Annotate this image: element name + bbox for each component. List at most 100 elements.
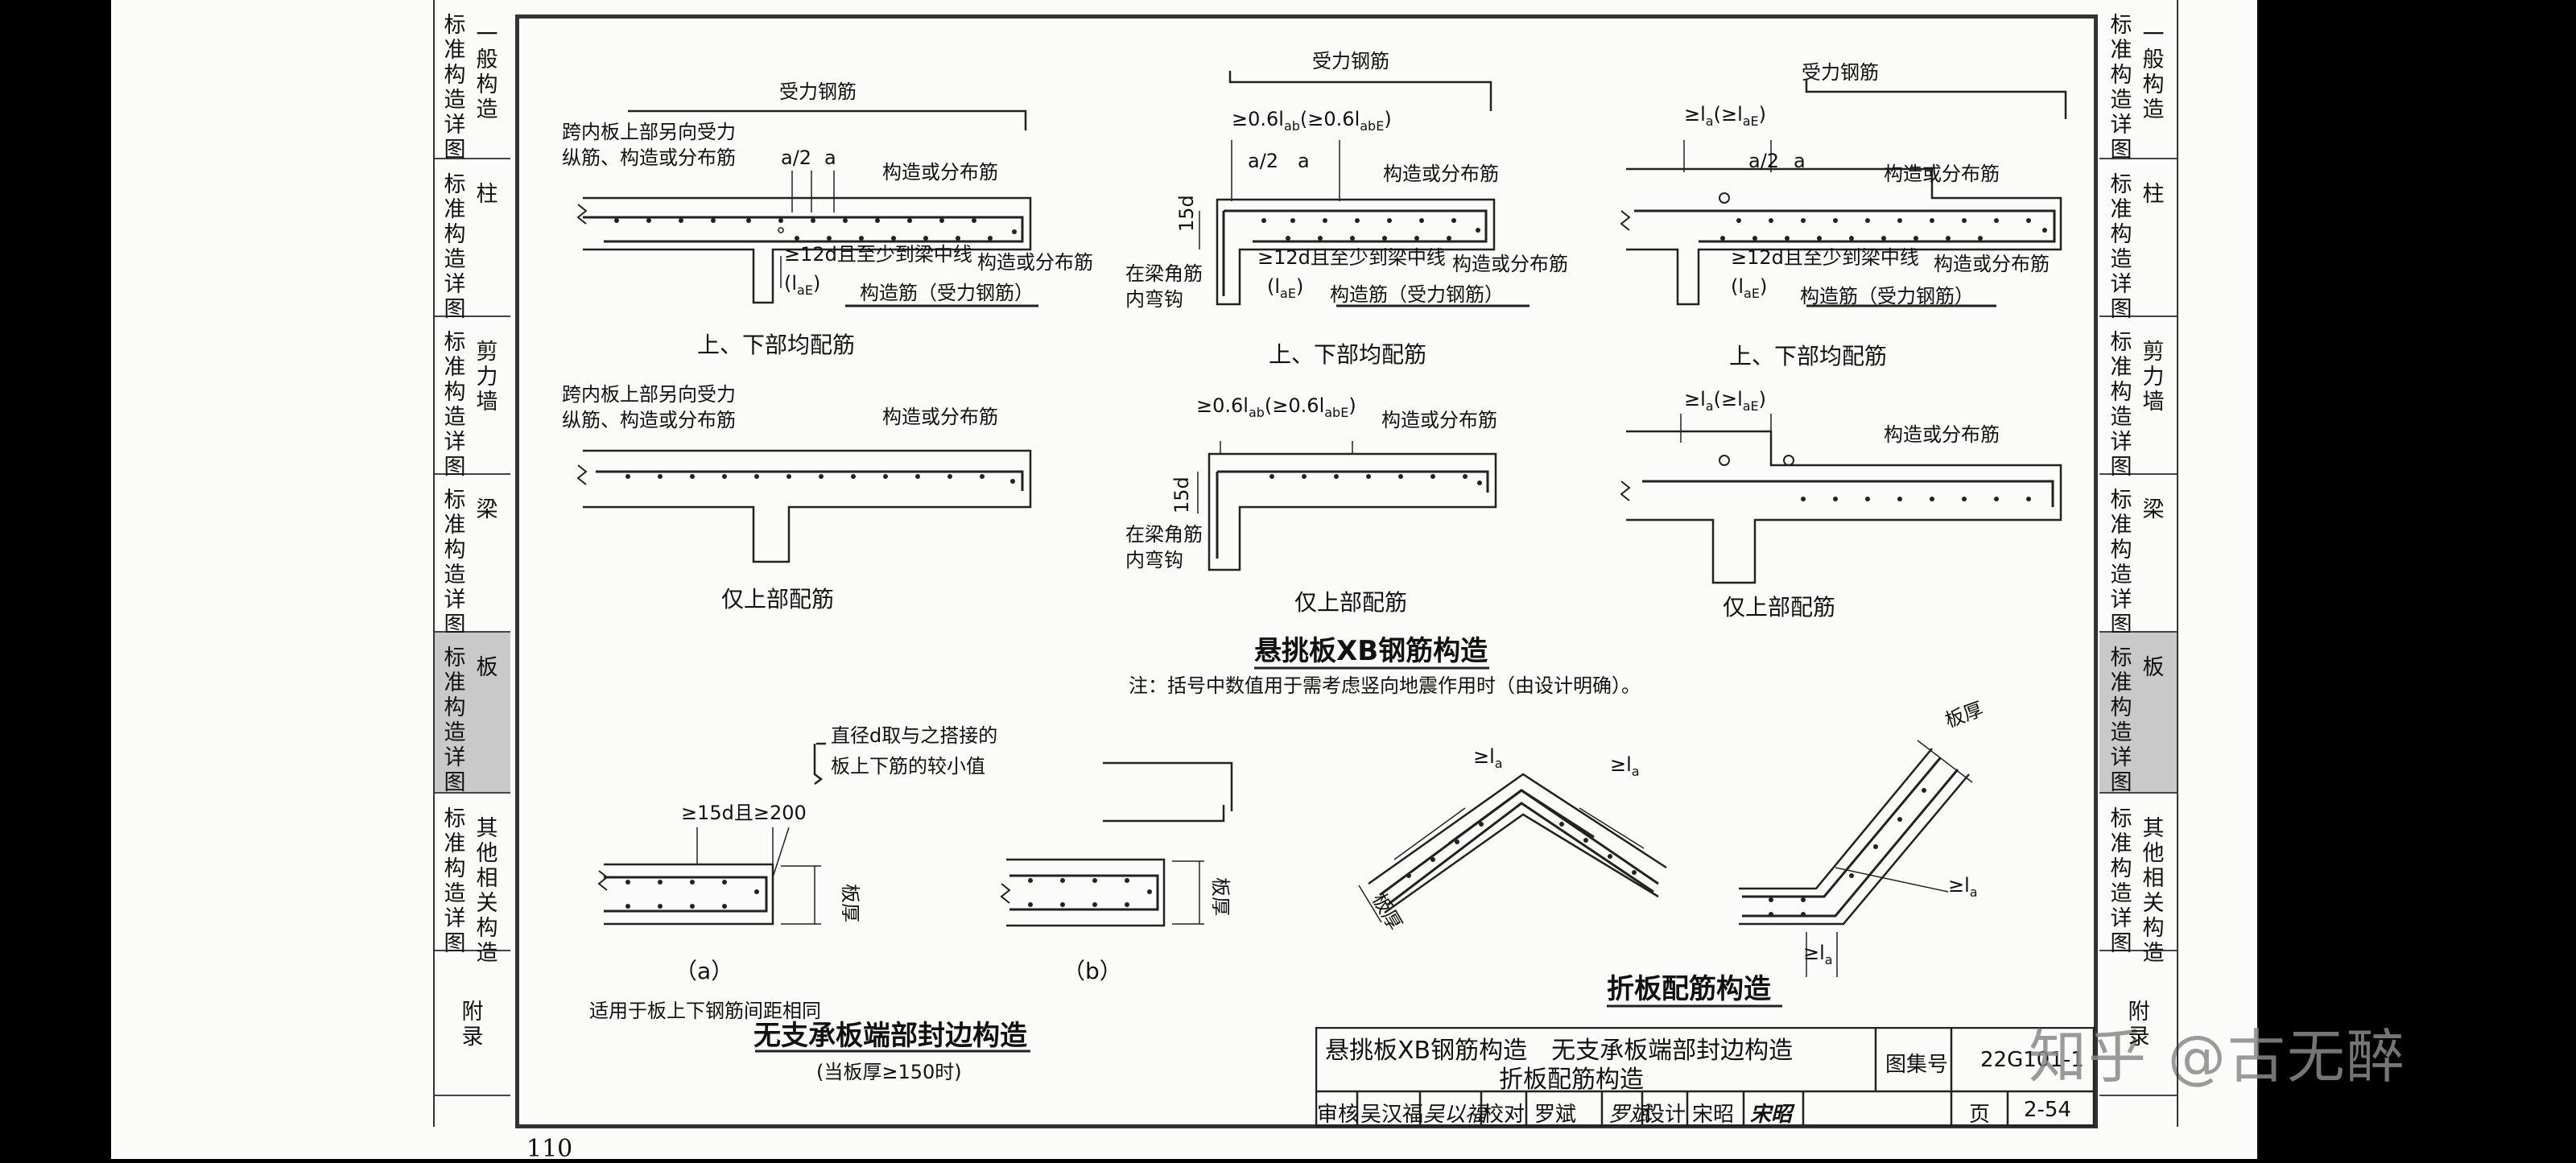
title-line-1: 悬挑板XB钢筋构造 无支承板端部封边构造 xyxy=(1325,1037,1794,1065)
label-constr-dist-4: 构造或分布筋 xyxy=(882,406,998,428)
label-force-rebar-3: 受力钢筋 xyxy=(1802,61,1879,84)
title-line-2: 折板配筋构造 xyxy=(1499,1066,1644,1094)
checker-signature: 罗斌 xyxy=(1608,1103,1651,1127)
page-label: 页 xyxy=(1969,1103,1991,1127)
label-constr-force-1: 构造筋（受力钢筋） xyxy=(860,282,1034,304)
label-upper-note-4b: 纵筋、构造或分布筋 xyxy=(562,409,736,431)
left-tab-5[interactable]: 标准构造详图板 xyxy=(433,633,510,795)
rebar-dots-1 xyxy=(614,218,1017,241)
left-tab-label: 标准构造详图 xyxy=(444,330,466,480)
left-tab-label: 标准构造详图 xyxy=(444,806,466,956)
left-tab-1[interactable]: 标准构造详图一般构造 xyxy=(433,0,510,163)
reviewer-signature: 吴以福 xyxy=(1423,1103,1487,1127)
checker-name: 罗斌 xyxy=(1534,1103,1577,1127)
right-tab-6[interactable]: 标准构造详图其他相关构造 xyxy=(2099,794,2177,966)
label-constr-dist-6: 构造或分布筋 xyxy=(1884,423,2000,446)
folded-slab-detail-2 xyxy=(1739,740,1973,977)
left-tab-section: 梁 xyxy=(476,497,498,522)
edge-detail-a xyxy=(597,742,826,926)
left-tab-2[interactable]: 标准构造详图柱 xyxy=(433,159,510,322)
label-diam-note-2: 板上下筋的较小值 xyxy=(831,755,985,777)
label-diam-note-1: 直径d取与之搭接的 xyxy=(831,724,997,747)
label-folded-la-2: ≥la xyxy=(1610,753,1640,779)
label-ge-la-6: ≥la(≥laE) xyxy=(1684,388,1766,414)
right-tab-section: 剪力墙 xyxy=(2142,340,2165,414)
right-tab-border xyxy=(2177,0,2178,1127)
label-lae-1: (laE) xyxy=(784,272,820,298)
drawing-frame xyxy=(515,14,2098,1128)
label-ge-la-3: ≥la(≥laE) xyxy=(1684,103,1766,129)
caption-only-top-2: 仅上部配筋 xyxy=(1294,589,1407,616)
label-a-3: a xyxy=(1794,150,1806,172)
label-constr-force-2: 构造筋（受力钢筋） xyxy=(1330,283,1504,306)
check-label: 校对 xyxy=(1483,1103,1525,1127)
label-corner-hook-5a: 在梁角筋 xyxy=(1125,523,1203,546)
folded-slab-detail-1 xyxy=(1358,773,1667,923)
left-tab-label: 标准构造详图 xyxy=(444,488,466,637)
label-upper-note-2: 纵筋、构造或分布筋 xyxy=(562,146,736,169)
right-tab-4[interactable]: 标准构造详图梁 xyxy=(2099,475,2177,637)
label-constr-force-3: 构造筋（受力钢筋） xyxy=(1800,285,1974,307)
label-constr-dist-2: 构造或分布筋 xyxy=(1383,163,1499,185)
label-slab-thick-b: 板厚 xyxy=(1209,877,1232,916)
right-tab-3[interactable]: 标准构造详图剪力墙 xyxy=(2099,317,2177,480)
left-tab-label: 标准构造详图 xyxy=(444,13,466,163)
right-tab-label: 标准构造详图 xyxy=(2110,13,2132,163)
left-tab-label: 标准构造详图 xyxy=(444,645,466,795)
label-a-half-3: a/2 xyxy=(1748,150,1779,172)
caption-edge-b: （b） xyxy=(1063,958,1122,984)
left-tab-section: 其他相关构造 xyxy=(476,816,498,966)
caption-both-1: 上、下部均配筋 xyxy=(697,332,855,358)
label-lae-2: (laE) xyxy=(1267,275,1303,301)
label-apply-note: 适用于板上下钢筋间距相同 xyxy=(589,1000,821,1022)
right-tab-1[interactable]: 标准构造详图一般构造 xyxy=(2099,0,2177,163)
drawing-sheet xyxy=(111,0,2257,1159)
cantilever-detail-4 xyxy=(576,449,1032,563)
label-folded-la-3: ≥la xyxy=(1948,874,1978,900)
edge-detail-b xyxy=(1000,761,1233,927)
left-tab-7[interactable]: 附录 xyxy=(433,951,510,1096)
left-tab-4[interactable]: 标准构造详图梁 xyxy=(433,475,510,637)
label-15d-2: 15d xyxy=(1175,195,1198,232)
right-tab-label: 标准构造详图 xyxy=(2110,172,2132,322)
review-label: 审核 xyxy=(1317,1103,1360,1127)
left-tab-label: 附录 xyxy=(461,1000,484,1050)
cantilever-detail-3 xyxy=(1620,79,2067,307)
label-ge06lab-2: ≥0.6lab(≥0.6labE) xyxy=(1232,108,1392,134)
edge-subtitle: (当板厚≥150时) xyxy=(816,1061,962,1083)
right-tab-5[interactable]: 标准构造详图板 xyxy=(2099,633,2177,795)
reviewer-name: 吴汉福 xyxy=(1360,1103,1424,1127)
left-tab-3[interactable]: 标准构造详图剪力墙 xyxy=(433,317,510,480)
right-tab-section: 柱 xyxy=(2142,182,2165,207)
left-tab-section: 板 xyxy=(476,655,498,680)
left-tab-section: 柱 xyxy=(476,182,498,207)
edge-title: 无支承板端部封边构造 xyxy=(753,1020,1027,1052)
cantilever-title: 悬挑板XB钢筋构造 xyxy=(1254,635,1488,667)
label-ge12d-2: ≥12d且至少到梁中线 xyxy=(1257,246,1446,269)
right-tab-label: 标准构造详图 xyxy=(2110,488,2132,637)
label-15d-200: ≥15d且≥200 xyxy=(681,802,807,824)
label-upper-note-4a: 跨内板上部另向受力 xyxy=(562,383,736,406)
caption-both-3: 上、下部均配筋 xyxy=(1729,343,1887,369)
right-tab-label: 标准构造详图 xyxy=(2110,330,2132,480)
right-tab-2[interactable]: 标准构造详图柱 xyxy=(2099,159,2177,322)
label-ge06lab-5: ≥0.6lab(≥0.6labE) xyxy=(1196,394,1356,420)
right-tab-7[interactable]: 附录 xyxy=(2099,951,2177,1096)
label-corner-hook-5b: 内弯钩 xyxy=(1125,549,1183,571)
right-tab-label: 标准构造详图 xyxy=(2110,645,2132,795)
caption-only-top-1: 仅上部配筋 xyxy=(721,586,834,612)
right-tab-label: 附录 xyxy=(2128,1000,2150,1050)
right-tab-label: 标准构造详图 xyxy=(2110,806,2132,956)
left-tab-6[interactable]: 标准构造详图其他相关构造 xyxy=(433,794,510,966)
label-constr-dist-3b: 构造或分布筋 xyxy=(1934,253,2050,275)
label-corner-hook-2a: 在梁角筋 xyxy=(1125,262,1203,285)
structural-drawing: 受力钢筋 跨内板上部另向受力 纵筋、构造或分布筋 a/2 a 构造或分布筋 ≥1… xyxy=(562,50,2067,1083)
label-lae-3: (laE) xyxy=(1731,275,1767,301)
right-tab-section: 其他相关构造 xyxy=(2142,816,2165,966)
label-constr-dist-5: 构造或分布筋 xyxy=(1381,409,1497,431)
designer-name: 宋昭 xyxy=(1692,1103,1735,1127)
label-ge12d-1: ≥12d且至少到梁中线 xyxy=(784,243,972,266)
atlas-value: 22G101-1 xyxy=(1980,1048,2084,1072)
caption-both-2: 上、下部均配筋 xyxy=(1269,341,1426,368)
label-constr-dist-3: 构造或分布筋 xyxy=(1884,163,2000,185)
